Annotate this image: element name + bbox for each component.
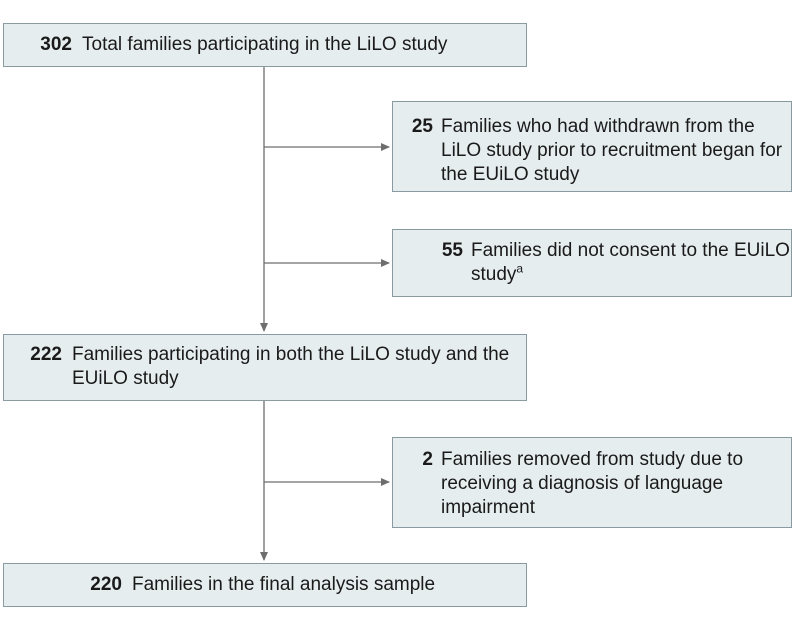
label-removed: Families removed from study due to recei… bbox=[441, 449, 744, 518]
label-final: Families in the final analysis sample bbox=[132, 574, 436, 595]
label-total: Total families participating in the LiLO… bbox=[82, 34, 448, 55]
count-both: 222 bbox=[30, 344, 62, 365]
count-final: 220 bbox=[90, 574, 122, 595]
box-final-sample: 220 Families in the final analysis sampl… bbox=[3, 563, 527, 607]
label-no-consent-text: Families did not consent to the EUiLO st… bbox=[471, 240, 790, 285]
label-no-consent: Families did not consent to the EUiLO st… bbox=[471, 239, 791, 287]
count-withdrawn: 25 bbox=[411, 116, 433, 137]
footnote-marker: a bbox=[516, 261, 524, 276]
box-removed-families: 2 Families removed from study due to rec… bbox=[392, 437, 792, 528]
count-no-consent: 55 bbox=[441, 240, 463, 261]
count-total: 302 bbox=[40, 34, 72, 55]
box-withdrawn-families: 25 Families who had withdrawn from the L… bbox=[392, 101, 792, 192]
label-withdrawn: Families who had withdrawn from the LiLO… bbox=[441, 116, 783, 185]
box-both-studies-families: 222 Families participating in both the L… bbox=[3, 334, 527, 401]
box-total-families: 302 Total families participating in the … bbox=[3, 23, 527, 67]
box-no-consent-families: 55 Families did not consent to the EUiLO… bbox=[392, 229, 792, 297]
label-both: Families participating in both the LiLO … bbox=[72, 344, 510, 389]
count-removed: 2 bbox=[422, 449, 433, 470]
